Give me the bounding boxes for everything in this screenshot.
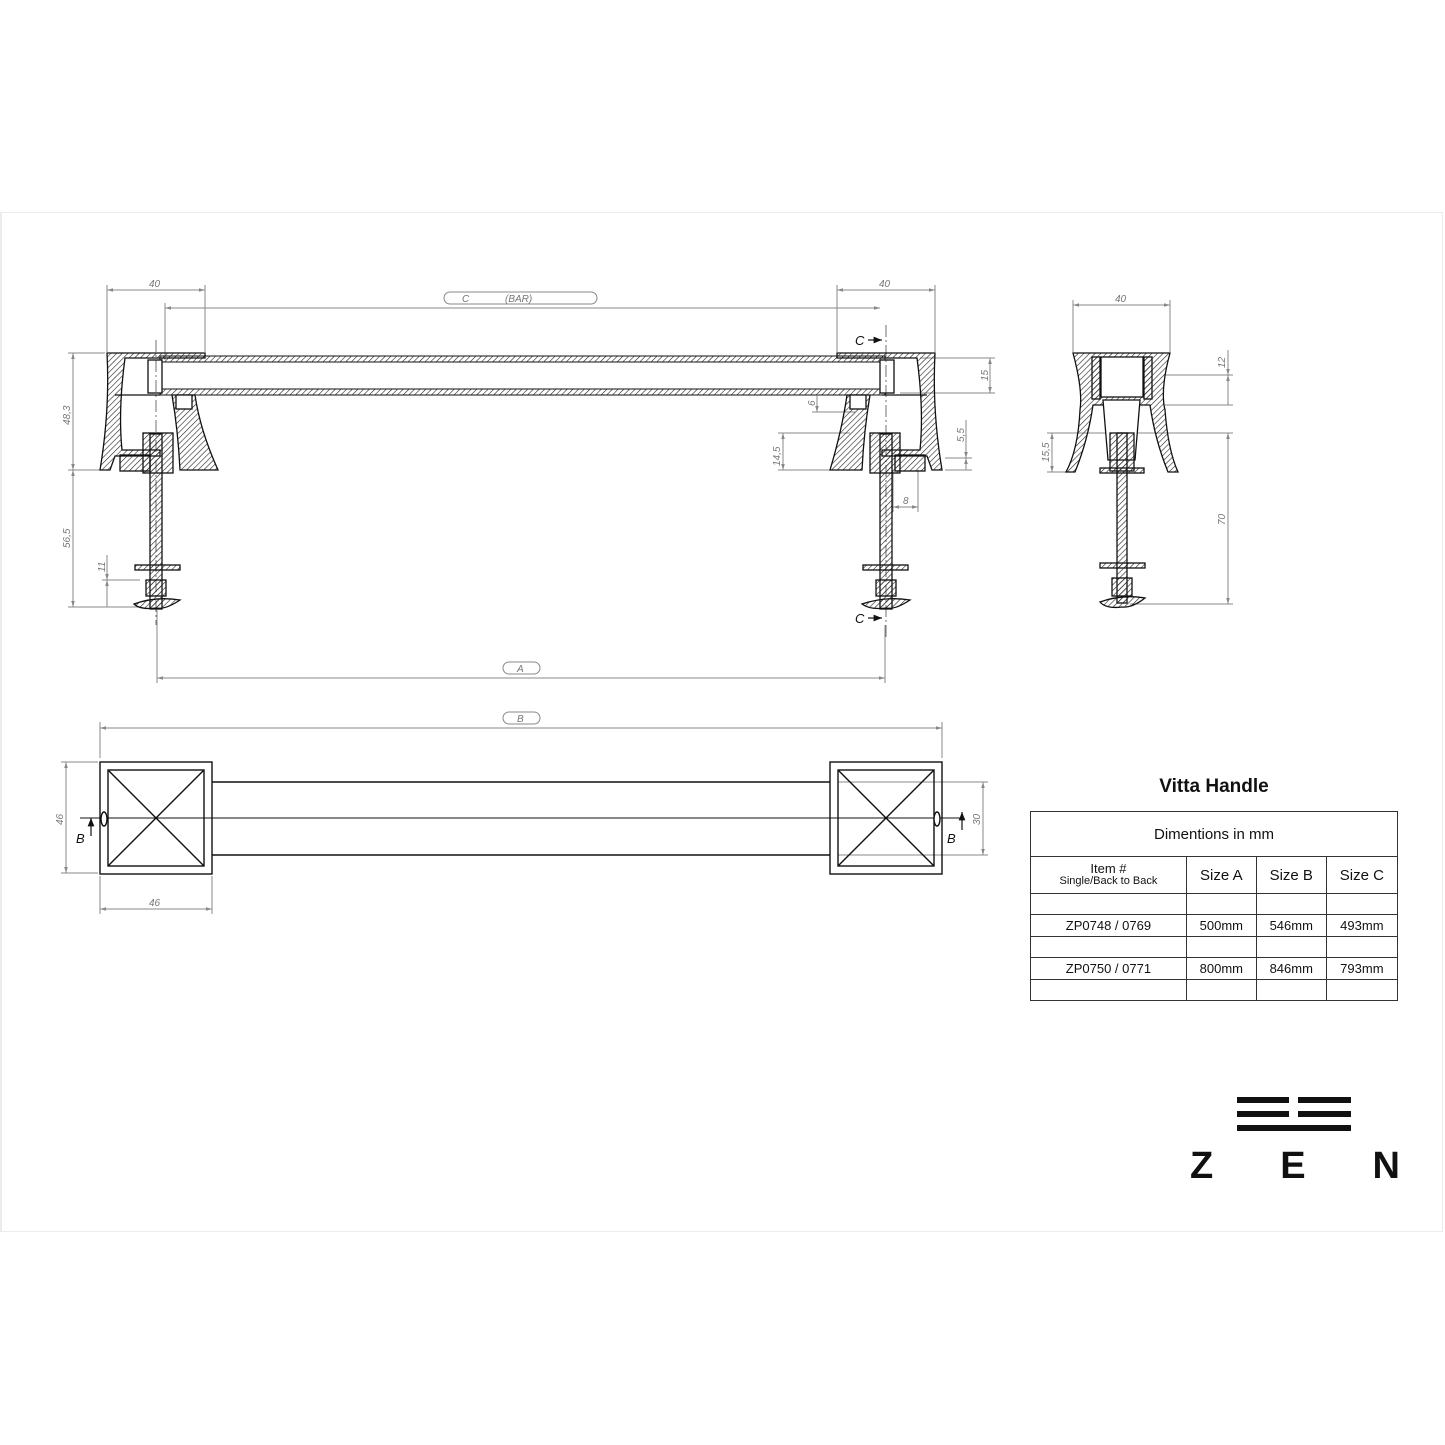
table-caption: Dimentions in mm — [1030, 811, 1398, 857]
front-view: C (BAR) A 40 40 48,3 56,5 11 15 6 14,5 5… — [62, 279, 995, 683]
dim-right-40: 40 — [879, 279, 891, 290]
dim-12: 12 — [1217, 356, 1228, 368]
table-spacer-row — [1030, 979, 1399, 1001]
side-view: 40 12 15,5 70 — [1041, 294, 1233, 609]
drawing-sheet-frame — [0, 212, 1443, 1232]
header-item-line1: Item # — [1090, 861, 1127, 876]
cell-size-c: 493mm — [1325, 914, 1399, 937]
table-row: ZP0748 / 0769 500mm 546mm 493mm — [1030, 914, 1399, 937]
top-view: B 46 46 30 B B — [55, 711, 988, 914]
cell-size-b: 846mm — [1255, 957, 1327, 980]
dim-15-5: 15,5 — [1041, 442, 1052, 462]
cell-item: ZP0750 / 0771 — [1030, 957, 1187, 980]
table-spacer-row — [1030, 936, 1399, 958]
header-item: Item # Single/Back to Back — [1030, 856, 1187, 894]
dim-6: 6 — [807, 400, 818, 406]
cell-size-c: 793mm — [1325, 957, 1399, 980]
cell-size-a: 500mm — [1185, 914, 1257, 937]
dimensions-table: Dimentions in mm Item # Single/Back to B… — [1030, 811, 1399, 1001]
dim-8: 8 — [903, 496, 909, 507]
section-mark-c-bottom: C — [855, 611, 865, 626]
logo-letter-n: N — [1372, 1145, 1400, 1187]
dim-15: 15 — [980, 369, 991, 381]
dim-left-40: 40 — [149, 279, 161, 290]
logo-bar — [1237, 1097, 1289, 1103]
dim-46-vertical: 46 — [55, 813, 66, 825]
dim-70: 70 — [1217, 513, 1228, 525]
dim-11: 11 — [97, 562, 108, 572]
logo-letter-z: Z — [1190, 1145, 1214, 1187]
logo-wordmark: Z E N — [1190, 1145, 1400, 1188]
cell-size-a: 800mm — [1185, 957, 1257, 980]
dim-30: 30 — [972, 813, 983, 825]
dim-5-5: 5,5 — [956, 428, 967, 442]
dim-c-label: C — [462, 294, 470, 305]
dim-bar-tag: (BAR) — [505, 294, 532, 305]
section-mark-c-top: C — [855, 333, 865, 348]
logo-bar — [1298, 1111, 1351, 1117]
logo-bar — [1237, 1125, 1351, 1131]
dim-a-label: A — [516, 664, 524, 675]
dim-48-3: 48,3 — [62, 405, 73, 425]
header-size-b: Size B — [1255, 856, 1327, 894]
dim-46-horizontal: 46 — [149, 898, 161, 909]
cell-item: ZP0748 / 0769 — [1030, 914, 1187, 937]
logo-letter-e: E — [1280, 1145, 1306, 1187]
dim-14-5: 14,5 — [772, 446, 783, 466]
product-title: Vitta Handle — [1159, 776, 1269, 797]
dim-56-5: 56,5 — [62, 528, 73, 548]
table-spacer-row — [1030, 893, 1399, 915]
logo-bar — [1237, 1111, 1289, 1117]
table-row: ZP0750 / 0771 800mm 846mm 793mm — [1030, 957, 1399, 980]
dim-b-label: B — [517, 714, 524, 725]
section-mark-b-left: B — [76, 831, 85, 846]
dim-side-40: 40 — [1115, 294, 1127, 305]
cell-size-b: 546mm — [1255, 914, 1327, 937]
logo-bar — [1298, 1097, 1351, 1103]
section-mark-b-right: B — [947, 831, 956, 846]
header-size-c: Size C — [1325, 856, 1399, 894]
header-size-a: Size A — [1185, 856, 1257, 894]
header-item-line2: Single/Back to Back — [1059, 875, 1158, 887]
zen-logo: Z E N — [1190, 1097, 1400, 1187]
table-header-row: Item # Single/Back to Back Size A Size B… — [1030, 856, 1399, 894]
